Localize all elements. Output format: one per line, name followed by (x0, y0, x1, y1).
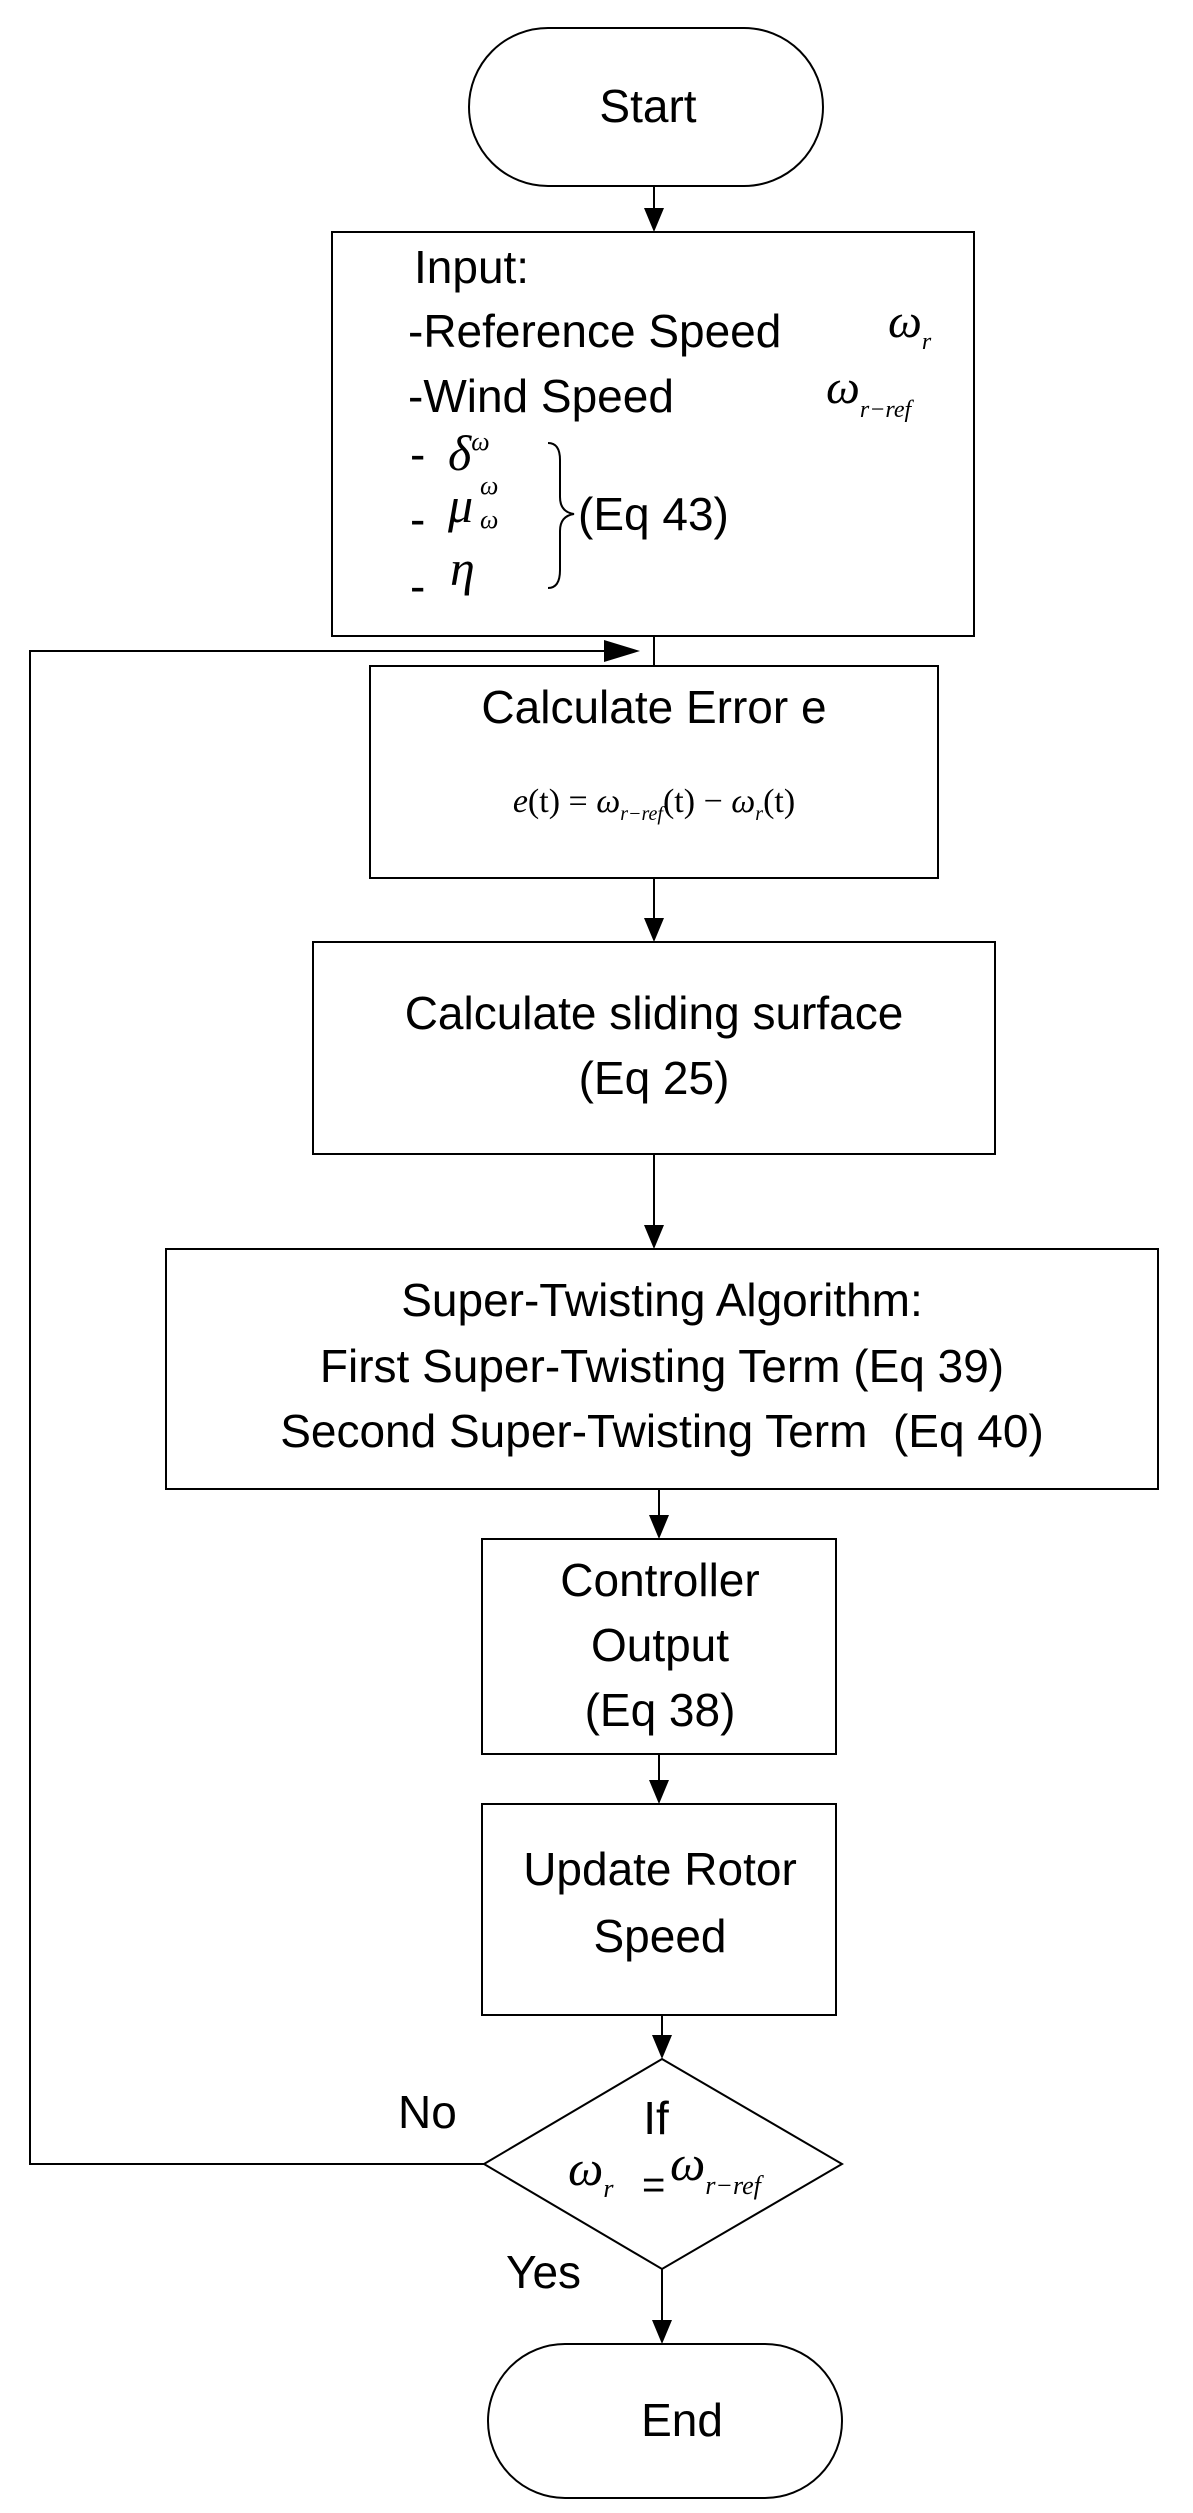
arrow-decision-end (652, 2320, 672, 2344)
super-twisting-line2: First Super-Twisting Term (Eq 39) (320, 1340, 1004, 1392)
input-dash-2: - (410, 493, 425, 545)
start-node: Start (468, 27, 824, 187)
update-rotor-node: Update Rotor Speed (481, 1803, 837, 2016)
input-dash-3: - (410, 560, 425, 612)
update-rotor-box (481, 1803, 837, 2016)
sliding-surface-box (312, 941, 996, 1155)
controller-output-line2: Output (591, 1619, 729, 1671)
calc-error-node: Calculate Error e e(t) = ωr−ref(t) − ωr(… (369, 665, 939, 879)
end-label: End (641, 2394, 723, 2446)
decision-if: If (643, 2092, 669, 2144)
reference-speed-symbol: ωr (888, 295, 932, 355)
yes-label: Yes (506, 2246, 581, 2298)
start-shape (468, 27, 824, 187)
calc-error-box (369, 665, 939, 879)
connector-no-loop (29, 650, 612, 2165)
input-reference-speed: -Reference Speed (408, 305, 781, 357)
input-node: Input: -Reference Speed ωr -Wind Speed ω… (331, 231, 975, 637)
controller-output-line3: (Eq 38) (585, 1684, 736, 1736)
eta-symbol: η (450, 540, 475, 596)
arrow-sliding-sta (644, 1225, 664, 1249)
calc-error-title: Calculate Error e (481, 681, 826, 733)
input-title: Input: (414, 241, 529, 293)
end-node: End (487, 2343, 843, 2499)
decision-node: If ωr = ωr−ref (482, 2057, 844, 2271)
wind-speed-symbol: ωr−ref (826, 361, 915, 423)
mu-symbol-subscript: ω (480, 505, 498, 534)
input-equation-ref: (Eq 43) (578, 488, 729, 540)
arrow-error-sliding (644, 918, 664, 942)
super-twisting-box (165, 1248, 1159, 1490)
super-twisting-line1: Super-Twisting Algorithm: (401, 1274, 923, 1326)
mu-symbol: μ (447, 477, 473, 533)
no-label: No (398, 2086, 457, 2138)
input-dash-1: - (410, 428, 425, 480)
decision-equals: = (642, 2163, 665, 2207)
controller-output-line1: Controller (560, 1554, 759, 1606)
arrow-no-loop (604, 640, 640, 662)
decision-lhs: ωr (568, 2140, 614, 2203)
arrow-update-decision (652, 2035, 672, 2059)
error-formula: e(t) = ωr−ref(t) − ωr(t) (513, 783, 795, 825)
super-twisting-node: Super-Twisting Algorithm: First Super-Tw… (165, 1248, 1159, 1490)
arrow-start-input (644, 208, 664, 232)
delta-symbol: δω (448, 425, 490, 481)
update-rotor-line1: Update Rotor (523, 1843, 797, 1895)
decision-rhs: ωr−ref (670, 2135, 765, 2200)
start-label: Start (599, 80, 696, 132)
arrow-sta-controller (649, 1515, 669, 1539)
mu-symbol-superscript: ω (480, 471, 498, 500)
input-box (331, 231, 975, 637)
sliding-surface-line2: (Eq 25) (579, 1052, 730, 1104)
controller-output-box (481, 1538, 837, 1755)
sliding-surface-line1: Calculate sliding surface (405, 987, 904, 1039)
end-shape (487, 2343, 843, 2499)
sliding-surface-node: Calculate sliding surface (Eq 25) (312, 941, 996, 1155)
input-brace (547, 442, 575, 589)
connectors (29, 186, 672, 2344)
super-twisting-line3: Second Super-Twisting Term (Eq 40) (280, 1405, 1044, 1457)
update-rotor-line2: Speed (593, 1910, 726, 1962)
input-wind-speed: -Wind Speed (408, 370, 674, 422)
arrow-controller-update (649, 1780, 669, 1804)
controller-output-node: Controller Output (Eq 38) (481, 1538, 837, 1755)
